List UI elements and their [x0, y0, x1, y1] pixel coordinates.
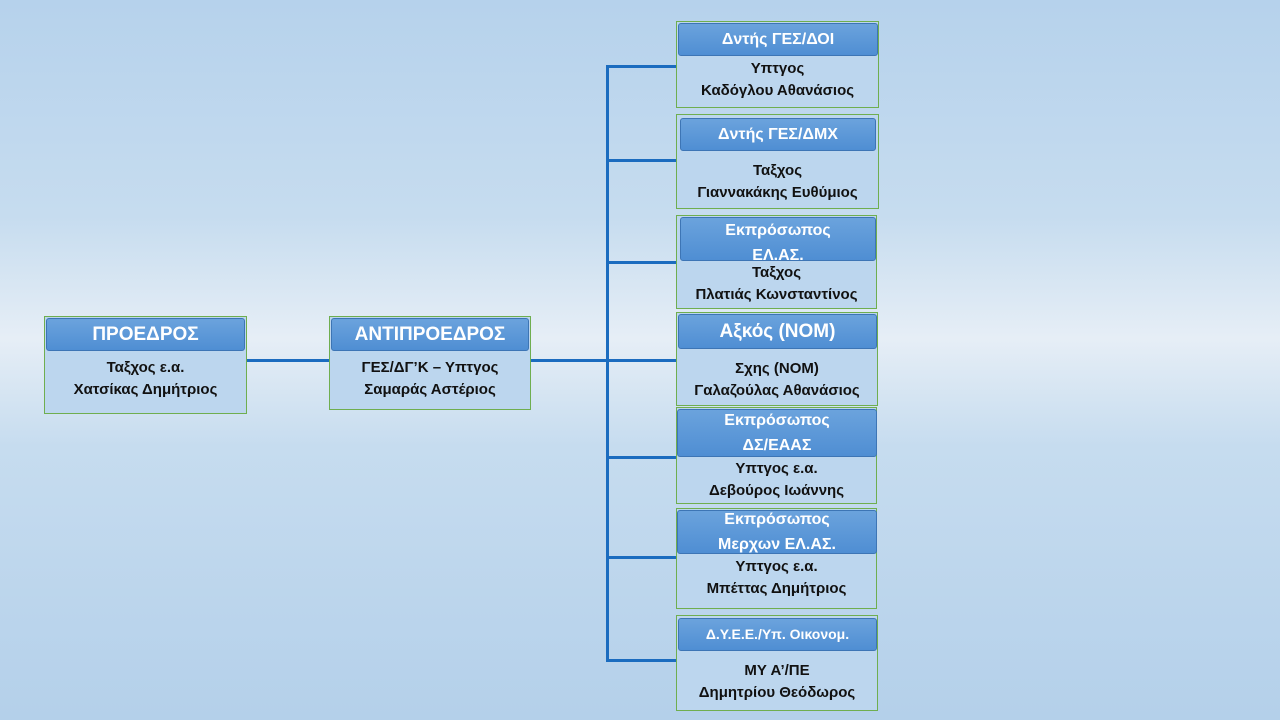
member-name-5: Δεβούρος Ιωάννης: [708, 482, 845, 499]
connector-branch-6: [606, 556, 677, 559]
president-box: ΠΡΟΕΔΡΟΣ Ταξχος ε.α. Χατσίκας Δημήτριος: [44, 316, 247, 414]
member-name-1: Καδόγλου Αθανάσιος: [700, 82, 855, 99]
member-box-1: Δντής ΓΕΣ/ΔΟΙ Υπτγος Καδόγλου Αθανάσιος: [676, 21, 879, 108]
member-rank-1: Υπτγος: [750, 60, 805, 77]
president-rank: Ταξχος ε.α.: [106, 359, 185, 376]
member-title-3: Εκπρόσωπος ΕΛ.ΑΣ.: [680, 217, 876, 261]
member-rank-6: Υπτγος ε.α.: [735, 558, 818, 575]
member-details-2: Ταξχος Γιαννακάκης Ευθύμιος: [677, 160, 878, 204]
connector-branch-2: [606, 159, 677, 162]
member-box-3: Εκπρόσωπος ΕΛ.ΑΣ. Ταξχος Πλατιάς Κωνσταν…: [676, 215, 877, 309]
vice-president-name: Σαμαράς Αστέριος: [364, 381, 496, 398]
member-title-5: Εκπρόσωπος ΔΣ/ΕΑΑΣ: [677, 409, 877, 457]
member-name-4: Γαλαζούλας Αθανάσιος: [694, 382, 860, 399]
member-box-7: Δ.Υ.Ε.Ε./Υπ. Οικονομ. ΜΥ Α’/ΠΕ Δημητρίου…: [676, 615, 878, 711]
member-name-7: Δημητρίου Θεόδωρος: [698, 684, 856, 701]
vice-president-rank: ΓΕΣ/ΔΓ’Κ – Υπτγος: [361, 359, 499, 376]
connector-president-vice: [246, 359, 330, 362]
connector-branch-7: [606, 659, 677, 662]
vice-president-details: ΓΕΣ/ΔΓ’Κ – Υπτγος Σαμαράς Αστέριος: [330, 357, 530, 401]
member-box-5: Εκπρόσωπος ΔΣ/ΕΑΑΣ Υπτγος ε.α. Δεβούρος …: [676, 407, 877, 504]
member-title-7: Δ.Υ.Ε.Ε./Υπ. Οικονομ.: [678, 618, 877, 651]
connector-branch-5: [606, 456, 677, 459]
member-details-7: ΜΥ Α’/ΠΕ Δημητρίου Θεόδωρος: [677, 660, 877, 704]
member-title-6: Εκπρόσωπος Μερχων ΕΛ.ΑΣ.: [677, 510, 877, 554]
president-name: Χατσίκας Δημήτριος: [73, 381, 218, 398]
connector-branch-3: [606, 261, 677, 264]
member-name-3: Πλατιάς Κωνσταντίνος: [695, 286, 858, 303]
vice-president-title: ΑΝΤΙΠΡΟΕΔΡΟΣ: [331, 318, 529, 351]
member-title-2: Δντής ΓΕΣ/ΔΜΧ: [680, 118, 876, 151]
member-name-6: Μπέττας Δημήτριος: [706, 580, 847, 597]
member-rank-5: Υπτγος ε.α.: [735, 460, 818, 477]
member-details-6: Υπτγος ε.α. Μπέττας Δημήτριος: [677, 556, 876, 600]
vice-president-box: ΑΝΤΙΠΡΟΕΔΡΟΣ ΓΕΣ/ΔΓ’Κ – Υπτγος Σαμαράς Α…: [329, 316, 531, 410]
member-rank-3: Ταξχος: [751, 264, 801, 281]
connector-vice-trunk: [530, 359, 608, 362]
member-title-4: Αξκός (ΝΟΜ): [678, 314, 877, 349]
connector-trunk: [606, 65, 609, 662]
connector-branch-4: [606, 359, 677, 362]
president-title: ΠΡΟΕΔΡΟΣ: [46, 318, 245, 351]
member-details-3: Ταξχος Πλατιάς Κωνσταντίνος: [677, 262, 876, 306]
member-details-4: Σχης (ΝΟΜ) Γαλαζούλας Αθανάσιος: [677, 358, 877, 402]
connector-branch-1: [606, 65, 677, 68]
member-title-1: Δντής ΓΕΣ/ΔΟΙ: [678, 23, 878, 56]
member-details-5: Υπτγος ε.α. Δεβούρος Ιωάννης: [677, 458, 876, 502]
member-box-4: Αξκός (ΝΟΜ) Σχης (ΝΟΜ) Γαλαζούλας Αθανάσ…: [676, 312, 878, 406]
member-rank-2: Ταξχος: [752, 162, 802, 179]
member-box-6: Εκπρόσωπος Μερχων ΕΛ.ΑΣ. Υπτγος ε.α. Μπέ…: [676, 508, 877, 609]
member-rank-4: Σχης (ΝΟΜ): [735, 360, 819, 377]
president-details: Ταξχος ε.α. Χατσίκας Δημήτριος: [45, 357, 246, 401]
member-name-2: Γιαννακάκης Ευθύμιος: [697, 184, 858, 201]
member-box-2: Δντής ΓΕΣ/ΔΜΧ Ταξχος Γιαννακάκης Ευθύμιο…: [676, 114, 879, 209]
member-details-1: Υπτγος Καδόγλου Αθανάσιος: [677, 58, 878, 102]
member-rank-7: ΜΥ Α’/ΠΕ: [744, 662, 810, 679]
